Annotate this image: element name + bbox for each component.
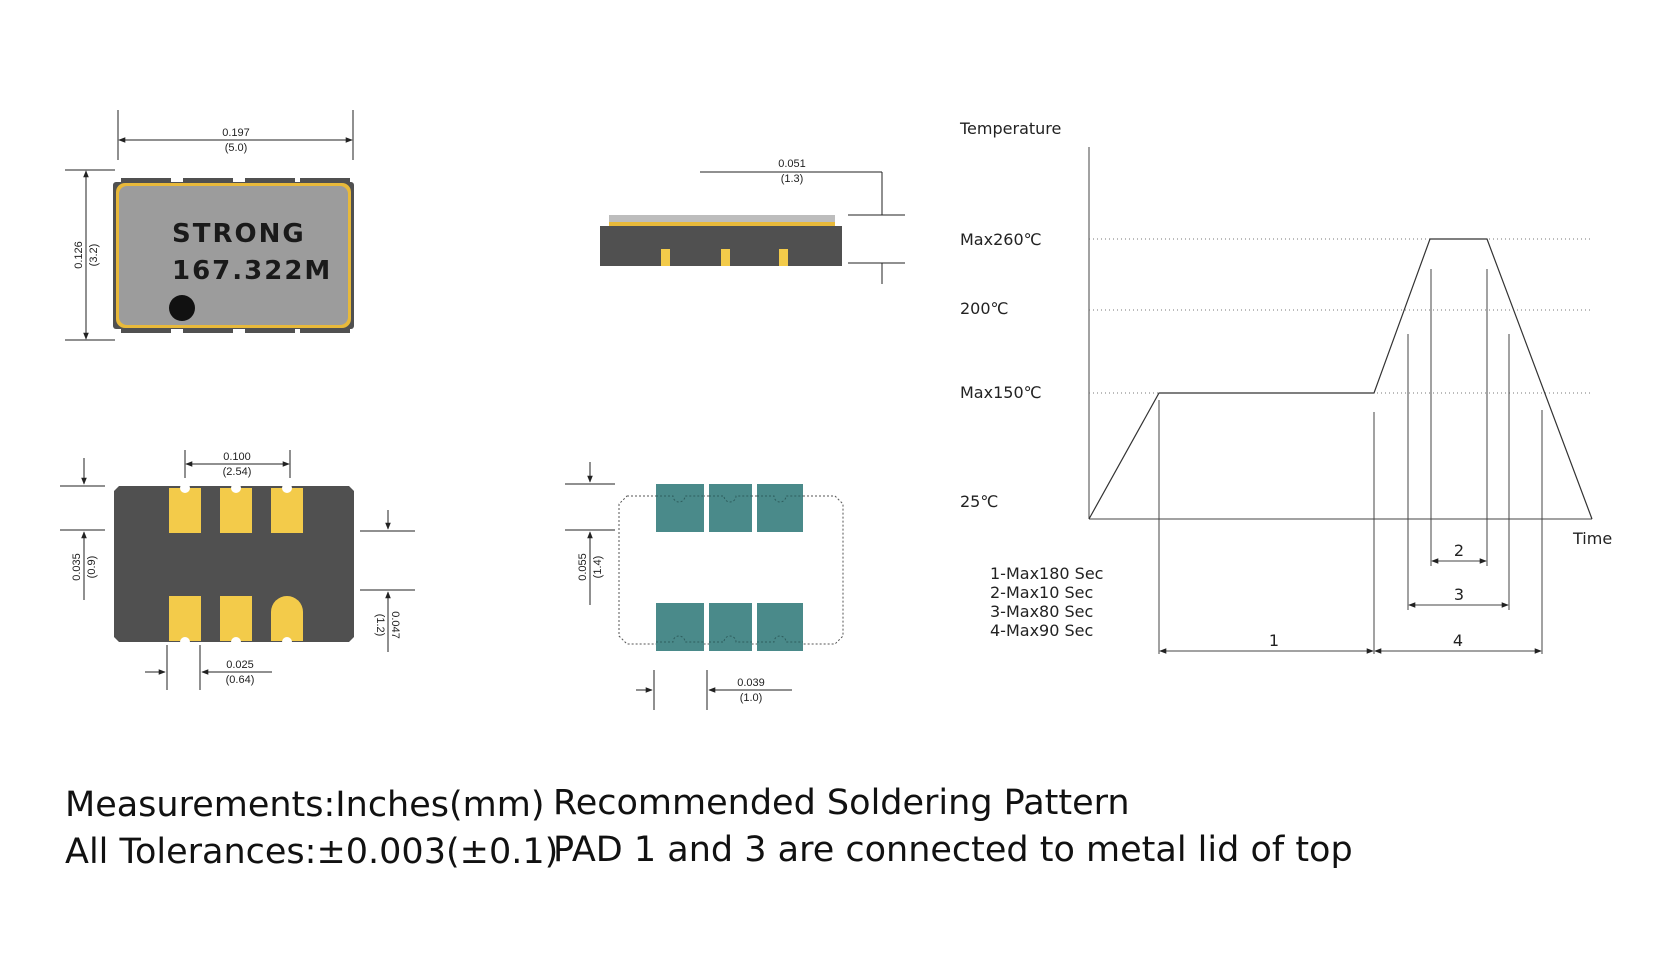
bottom-pad-height-inch: 0.035: [71, 553, 83, 581]
level-ambient: 25℃: [960, 492, 998, 511]
pad-3-top: [271, 488, 303, 533]
top-height-inch: 0.126: [73, 241, 85, 269]
level-peak: Max260℃: [960, 230, 1042, 249]
legend-4: 4-Max90 Sec: [990, 621, 1093, 640]
package-top: STRONG 167.322M: [113, 178, 354, 333]
pad-2-bottom: [220, 596, 252, 641]
bottom-pitch-inch: 0.100: [223, 451, 251, 463]
marker-1: 1: [1269, 631, 1279, 650]
pin1-dot: [169, 295, 195, 321]
land-outline: [618, 495, 844, 645]
marking-frequency: 167.322M: [172, 256, 332, 286]
land-pattern: 0.055 (1.4) 0.039 (1.0): [565, 462, 844, 710]
bottom-pad-width-mm: (0.64): [226, 674, 255, 686]
legend-1: 1-Max180 Sec: [990, 564, 1103, 583]
land-pad-height-mm: (1.4): [592, 556, 604, 579]
marker-4: 4: [1453, 631, 1463, 650]
bottom-pad-height-mm: (0.9): [86, 556, 98, 579]
pad-2-top: [220, 488, 252, 533]
land-pad-width-mm: (1.0): [740, 692, 763, 704]
note-measurements: Measurements:Inches(mm): [65, 785, 545, 825]
pad-3-bottom: [271, 596, 303, 641]
legend-2: 2-Max10 Sec: [990, 583, 1093, 602]
marking-brand: STRONG: [172, 219, 306, 249]
top-width-inch: 0.197: [222, 127, 250, 139]
note-tolerances: All Tolerances:±0.003(±0.1): [65, 832, 558, 872]
side-thickness-inch: 0.051: [778, 158, 806, 170]
top-width-mm: (5.0): [225, 142, 248, 154]
land-pad-height-inch: 0.055: [577, 553, 589, 581]
notes: Measurements:Inches(mm) All Tolerances:±…: [65, 783, 1353, 872]
reflow-profile: Temperature Time Max260℃ 200℃ Max150℃ 25…: [959, 119, 1612, 654]
level-200: 200℃: [960, 299, 1009, 318]
pad-1-bottom: [169, 596, 201, 641]
bottom-pitch-mm: (2.54): [223, 466, 252, 478]
top-height-mm: (3.2): [88, 244, 100, 267]
note-pad-connection: PAD 1 and 3 are connected to metal lid o…: [553, 830, 1353, 870]
package-side: [600, 215, 842, 266]
pad-1-top: [169, 488, 201, 533]
side-view: 0.051 (1.3): [600, 158, 905, 284]
bottom-view: 0.100 (2.54) 0.035 (0.9) 0.047 (1.2) 0.0…: [60, 450, 415, 690]
bottom-pad-width-inch: 0.025: [226, 659, 254, 671]
side-thickness-mm: (1.3): [781, 173, 804, 185]
package-bottom: [114, 483, 354, 647]
note-pattern-title: Recommended Soldering Pattern: [553, 783, 1130, 823]
legend-3: 3-Max80 Sec: [990, 602, 1093, 621]
land-pad-width-inch: 0.039: [737, 677, 765, 689]
bottom-gap-inch: 0.047: [389, 611, 401, 639]
level-preheat: Max150℃: [960, 383, 1042, 402]
marker-3: 3: [1454, 585, 1464, 604]
reflow-y-label: Temperature: [959, 119, 1061, 138]
land-pads: [656, 484, 803, 651]
marker-2: 2: [1454, 541, 1464, 560]
reflow-curve: [1088, 238, 1593, 520]
reflow-x-label: Time: [1572, 529, 1612, 548]
bottom-gap-mm: (1.2): [374, 614, 386, 637]
top-view: 0.197 (5.0) 0.126 (3.2) STRONG 167.322M: [65, 110, 354, 341]
